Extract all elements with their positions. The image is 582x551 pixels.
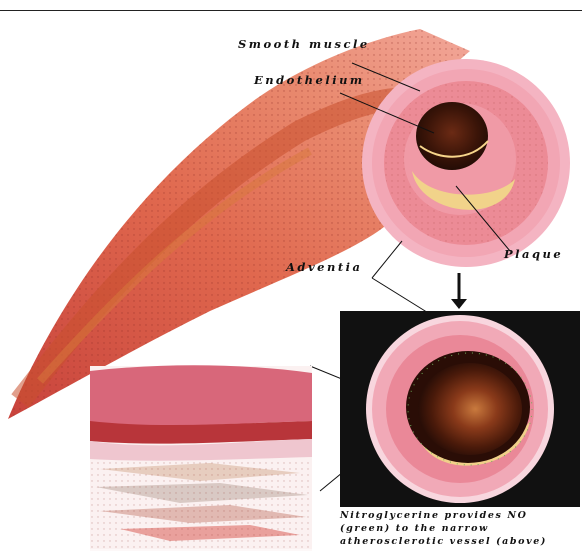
artery-illustration	[0, 11, 582, 551]
label-plaque: Plaque	[504, 247, 563, 261]
treated-vessel-inset	[340, 311, 580, 507]
artery-cross-section	[362, 59, 570, 267]
diagram-frame: Smooth muscle Endothelium Plaque Adventi…	[0, 10, 582, 551]
label-smooth-muscle: Smooth muscle	[238, 37, 370, 51]
label-adventia: Adventia	[286, 260, 362, 274]
caption-nitroglycerine: Nitroglycerine provides NO (green) to th…	[340, 509, 580, 548]
label-endothelium: Endothelium	[254, 73, 365, 87]
tissue-layers-inset	[90, 365, 312, 551]
arrow-down-icon	[451, 273, 467, 309]
